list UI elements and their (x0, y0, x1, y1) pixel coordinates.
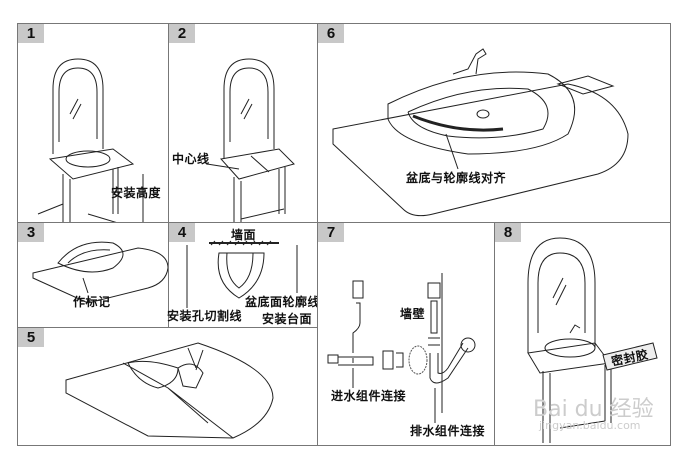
plumbing-connections-diagram (327, 273, 476, 423)
label-wall-surface: 墙面 (231, 228, 257, 242)
basin-on-countertop-illustration (332, 48, 629, 217)
mark-countertop-illustration (32, 241, 169, 304)
step-number: 4 (169, 223, 195, 242)
step-7-panel: 7 墙壁 进水组件连接 排水组件连接 (317, 222, 495, 446)
step-number: 3 (18, 223, 44, 242)
label-basin-bottom-outline: 盆底面轮廓线 (245, 295, 321, 309)
step-number: 6 (318, 24, 344, 43)
baidu-watermark-logo: Bai du 经验 (533, 397, 654, 422)
label-drain-assembly-connection: 排水组件连接 (410, 424, 486, 438)
label-mounting-countertop: 安装台面 (262, 312, 313, 326)
baidu-watermark-url: jingyan.baidu.com (539, 419, 641, 432)
step-3-panel: 3 作标记 (17, 222, 169, 328)
vanity-centerline-illustration (206, 58, 295, 224)
step-8-panel: 8 密封胶 Bai du 经验 jingyan.baidu.com (494, 222, 671, 446)
label-mounting-hole-cut-line: 安装孔切割线 (167, 309, 243, 323)
label-make-mark: 作标记 (73, 295, 111, 309)
cut-outline-diagram (186, 240, 298, 308)
step-6-panel: 6 盆底与轮廓线对齐 (317, 23, 671, 223)
cut-countertop-illustration (65, 342, 274, 439)
step-number: 8 (495, 223, 521, 242)
vanity-with-basin-illustration (37, 58, 144, 224)
step-number: 5 (18, 328, 44, 347)
label-inlet-assembly-connection: 进水组件连接 (331, 389, 407, 403)
label-align-basin-bottom: 盆底与轮廓线对齐 (406, 171, 507, 185)
sealant-applied-vanity-illustration (527, 237, 658, 443)
step-number: 7 (318, 223, 344, 242)
label-centerline: 中心线 (172, 152, 210, 166)
label-install-height: 安装高度 (111, 186, 162, 200)
step-number: 1 (18, 24, 44, 43)
step-5-panel: 5 (17, 327, 318, 446)
step-1-panel: 1 安装高度 (17, 23, 169, 224)
step-4-panel: 4 墙面 盆底面轮廓线 安装孔切割线 安装台面 (167, 222, 321, 328)
label-wall: 墙壁 (400, 307, 426, 321)
step-number: 2 (169, 24, 195, 43)
step-2-panel: 2 中心线 (168, 23, 318, 224)
